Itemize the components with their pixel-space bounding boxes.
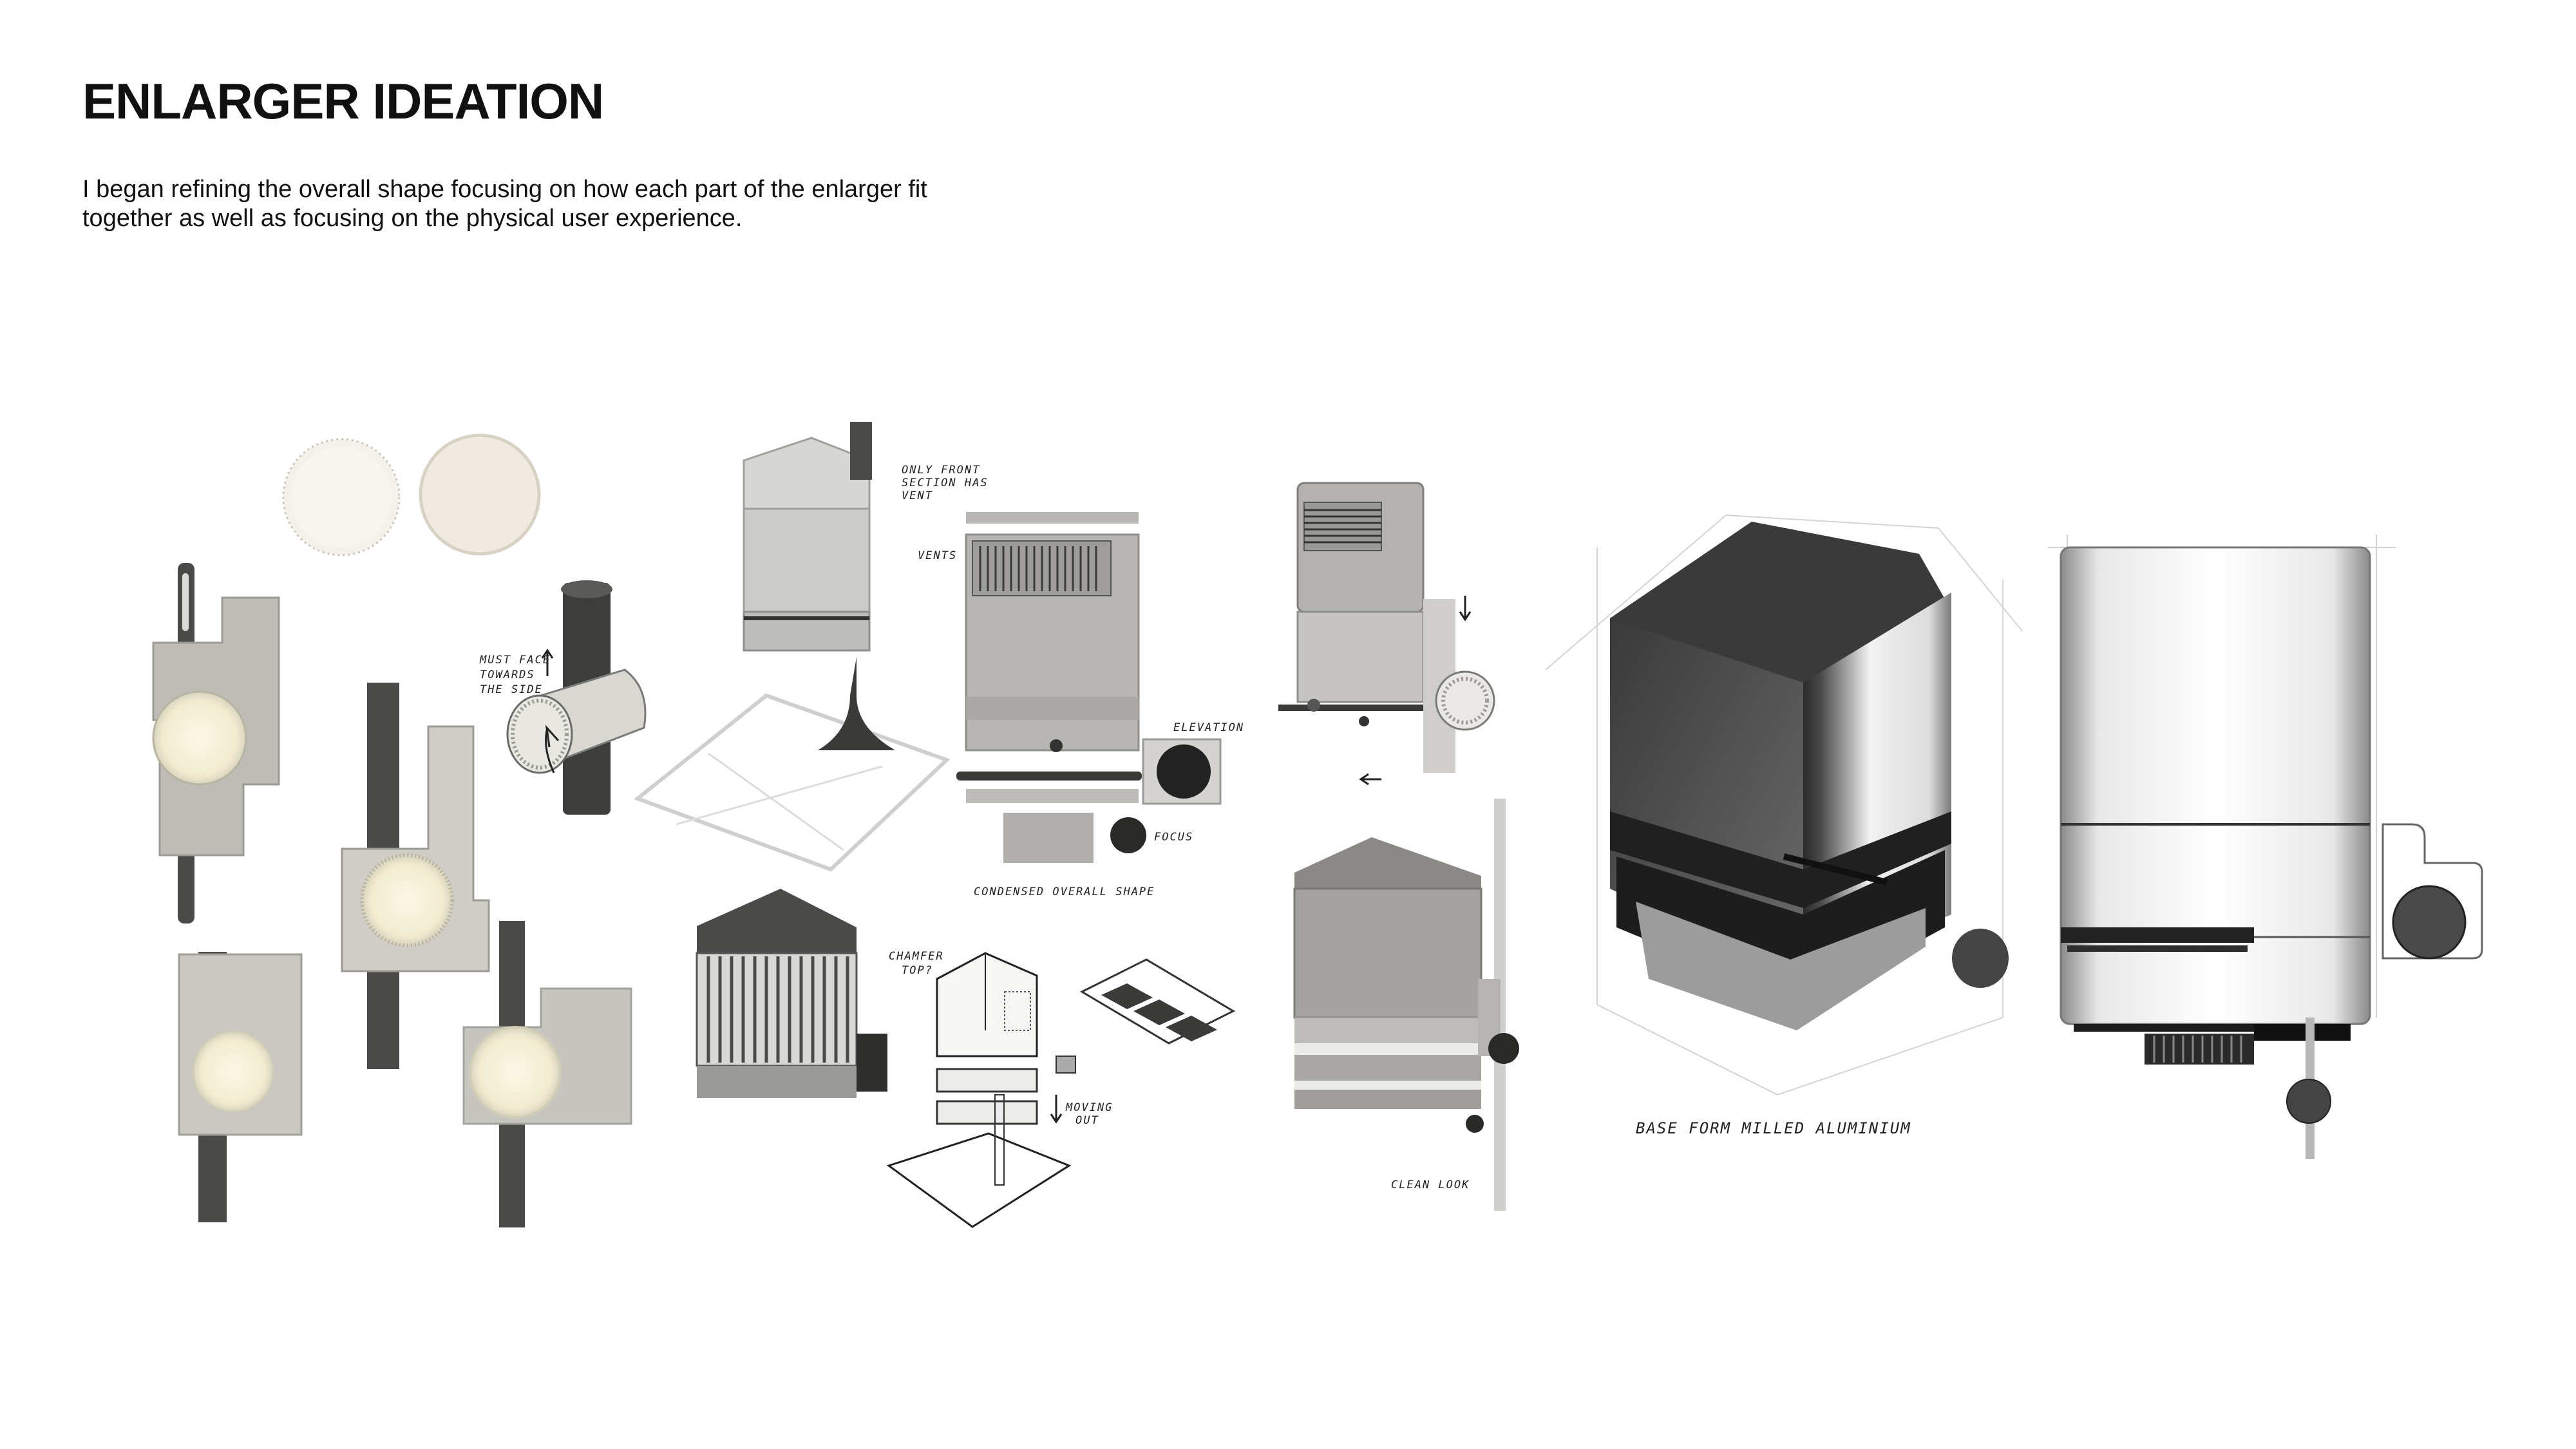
annotation-focus: FOCUS: [1154, 831, 1193, 844]
annotation-moving-out-2: OUT: [1075, 1114, 1099, 1127]
annotation-turning-2: TOWARDS: [480, 668, 535, 681]
annotation-front-vent-1: ONLY FRONT: [902, 464, 980, 477]
clean-look-sketch-group: CLEAN LOOK: [1278, 482, 1519, 1211]
annotation-front-vent-2: SECTION HAS: [902, 477, 989, 489]
page-description: I began refining the overall shape focus…: [82, 176, 927, 232]
annotation-condensed-shape: CONDENSED OVERALL SHAPE: [974, 886, 1155, 898]
page-title: ENLARGER IDEATION: [82, 73, 604, 129]
annotation-chamfer-1: CHAMFER: [889, 950, 944, 963]
annotation-moving-out-1: MOVING: [1065, 1101, 1113, 1114]
annotation-turning-3: THE SIDE: [480, 683, 543, 696]
annotation-turning-1: MUST FACE: [479, 654, 551, 667]
annotation-chamfer-2: TOP?: [902, 964, 933, 977]
milled-aluminium-render-group: BASE FORM MILLED ALUMINIUM: [1545, 515, 2023, 1137]
dial-sketch-group: MUST FACE TOWARDS THE SIDE: [152, 433, 647, 1227]
front-elevation-render-group: [2048, 535, 2483, 1159]
annotation-vents: VENTS: [918, 549, 957, 562]
annotation-front-vent-3: VENT: [902, 489, 933, 502]
annotation-clean-look: CLEAN LOOK: [1391, 1179, 1470, 1191]
annotation-elevation: ELEVATION: [1173, 721, 1244, 734]
vented-head-sketch-group: ONLY FRONT SECTION HAS VENT VENTS ELEVAT…: [633, 422, 1244, 1228]
annotation-base-form: BASE FORM MILLED ALUMINIUM: [1636, 1119, 1911, 1137]
